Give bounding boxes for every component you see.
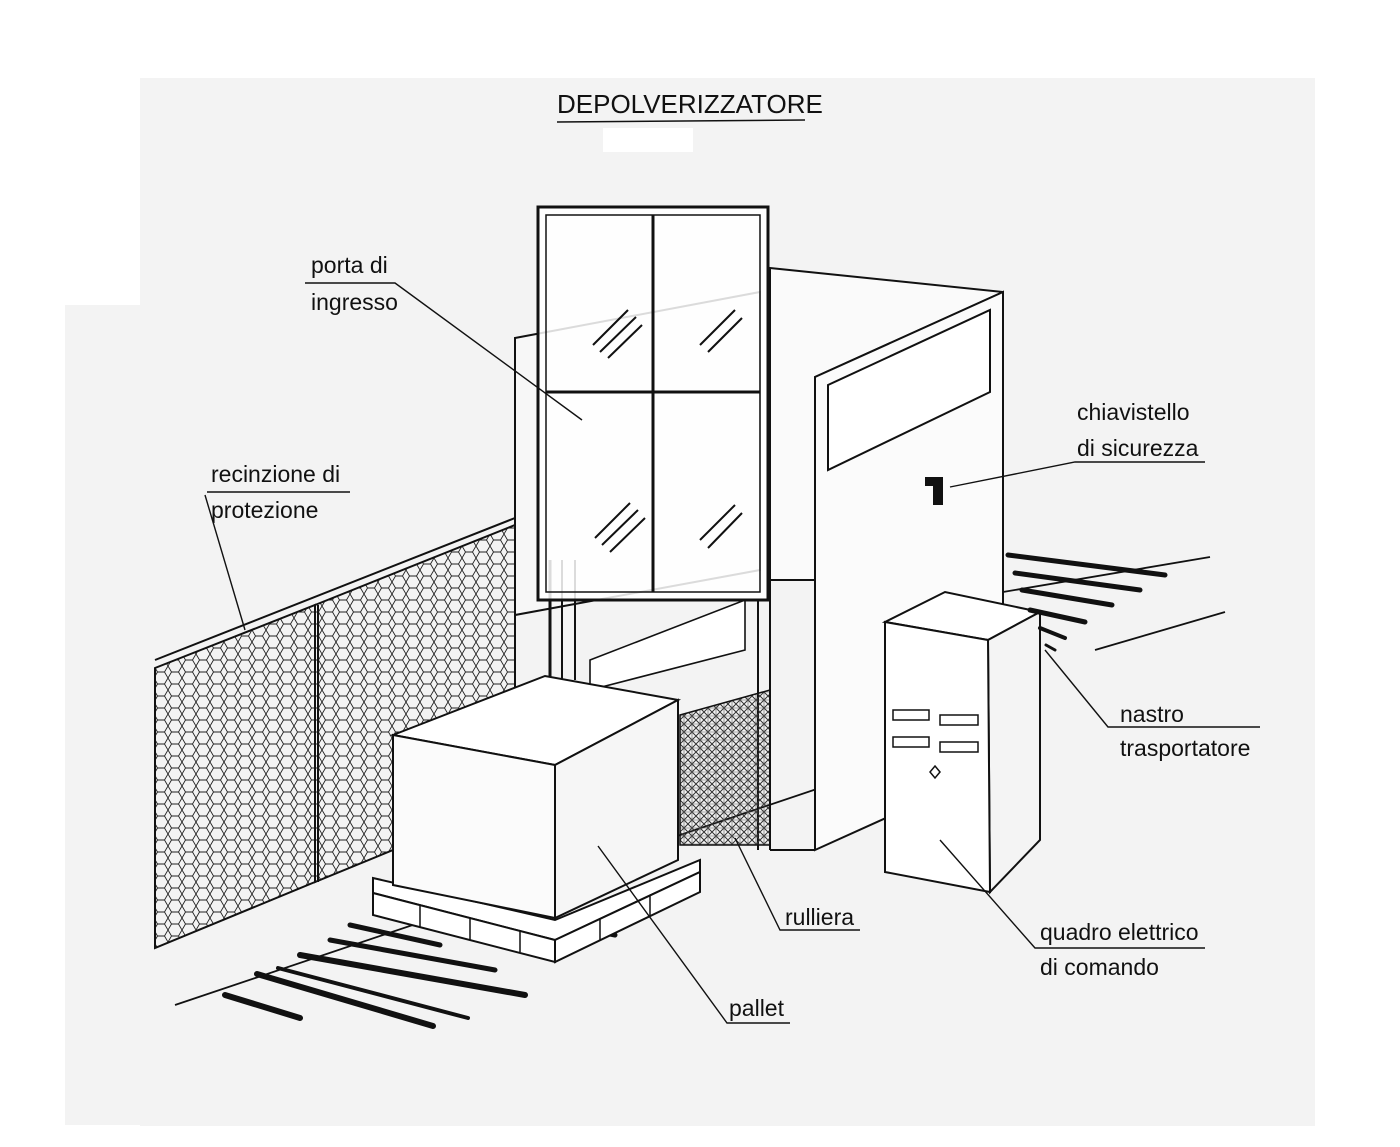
- leader-nastro: [1044, 649, 1260, 728]
- label-porta-di-ingresso: porta di ingresso: [311, 252, 398, 315]
- label-text: protezione: [211, 497, 318, 523]
- conveyor-belt-right: [1005, 552, 1168, 652]
- label-text: porta di: [311, 252, 388, 278]
- label-text: rulliera: [785, 904, 854, 930]
- paper-background-left: [65, 305, 145, 1125]
- label-rulliera: rulliera: [785, 904, 854, 930]
- label-nastro-trasportatore: nastro trasportatore: [1120, 701, 1250, 761]
- label-recinzione-di-protezione: recinzione di protezione: [211, 461, 340, 523]
- label-pallet: pallet: [729, 995, 785, 1021]
- leader-pallet: [597, 845, 790, 1024]
- safety-latch-bolt: [925, 477, 943, 486]
- label-text: quadro elettrico: [1040, 919, 1199, 945]
- label-quadro-elettrico-di-comando: quadro elettrico di comando: [1040, 919, 1199, 980]
- pallet: [372, 858, 701, 964]
- leader-chiavistello: [949, 461, 1205, 488]
- roller-mesh: [679, 689, 771, 846]
- label-text: trasportatore: [1120, 735, 1250, 761]
- label-text: recinzione di: [211, 461, 340, 487]
- label-text: chiavistello: [1077, 399, 1190, 425]
- leader-rulliera: [734, 837, 860, 931]
- entrance-door: [536, 205, 770, 602]
- safety-latch-icon: [933, 477, 943, 505]
- electrical-control-panel: [881, 590, 1043, 895]
- title-underline: [556, 119, 806, 123]
- diagram-title: DEPOLVERIZZATORE: [557, 89, 823, 119]
- leader-quadro: [939, 839, 1205, 949]
- label-chiavistello-di-sicurezza: chiavistello di sicurezza: [1077, 399, 1199, 461]
- leader-porta-di-ingresso: [305, 282, 583, 421]
- label-text: di sicurezza: [1077, 435, 1199, 461]
- label-text: di comando: [1040, 954, 1159, 980]
- label-text: ingresso: [311, 289, 398, 315]
- paper-gap: [603, 128, 693, 152]
- leader-lines: [204, 282, 1260, 1024]
- load-box: [389, 674, 682, 920]
- label-text: nastro: [1120, 701, 1184, 727]
- leader-recinzione: [204, 494, 246, 631]
- label-text: pallet: [729, 995, 785, 1021]
